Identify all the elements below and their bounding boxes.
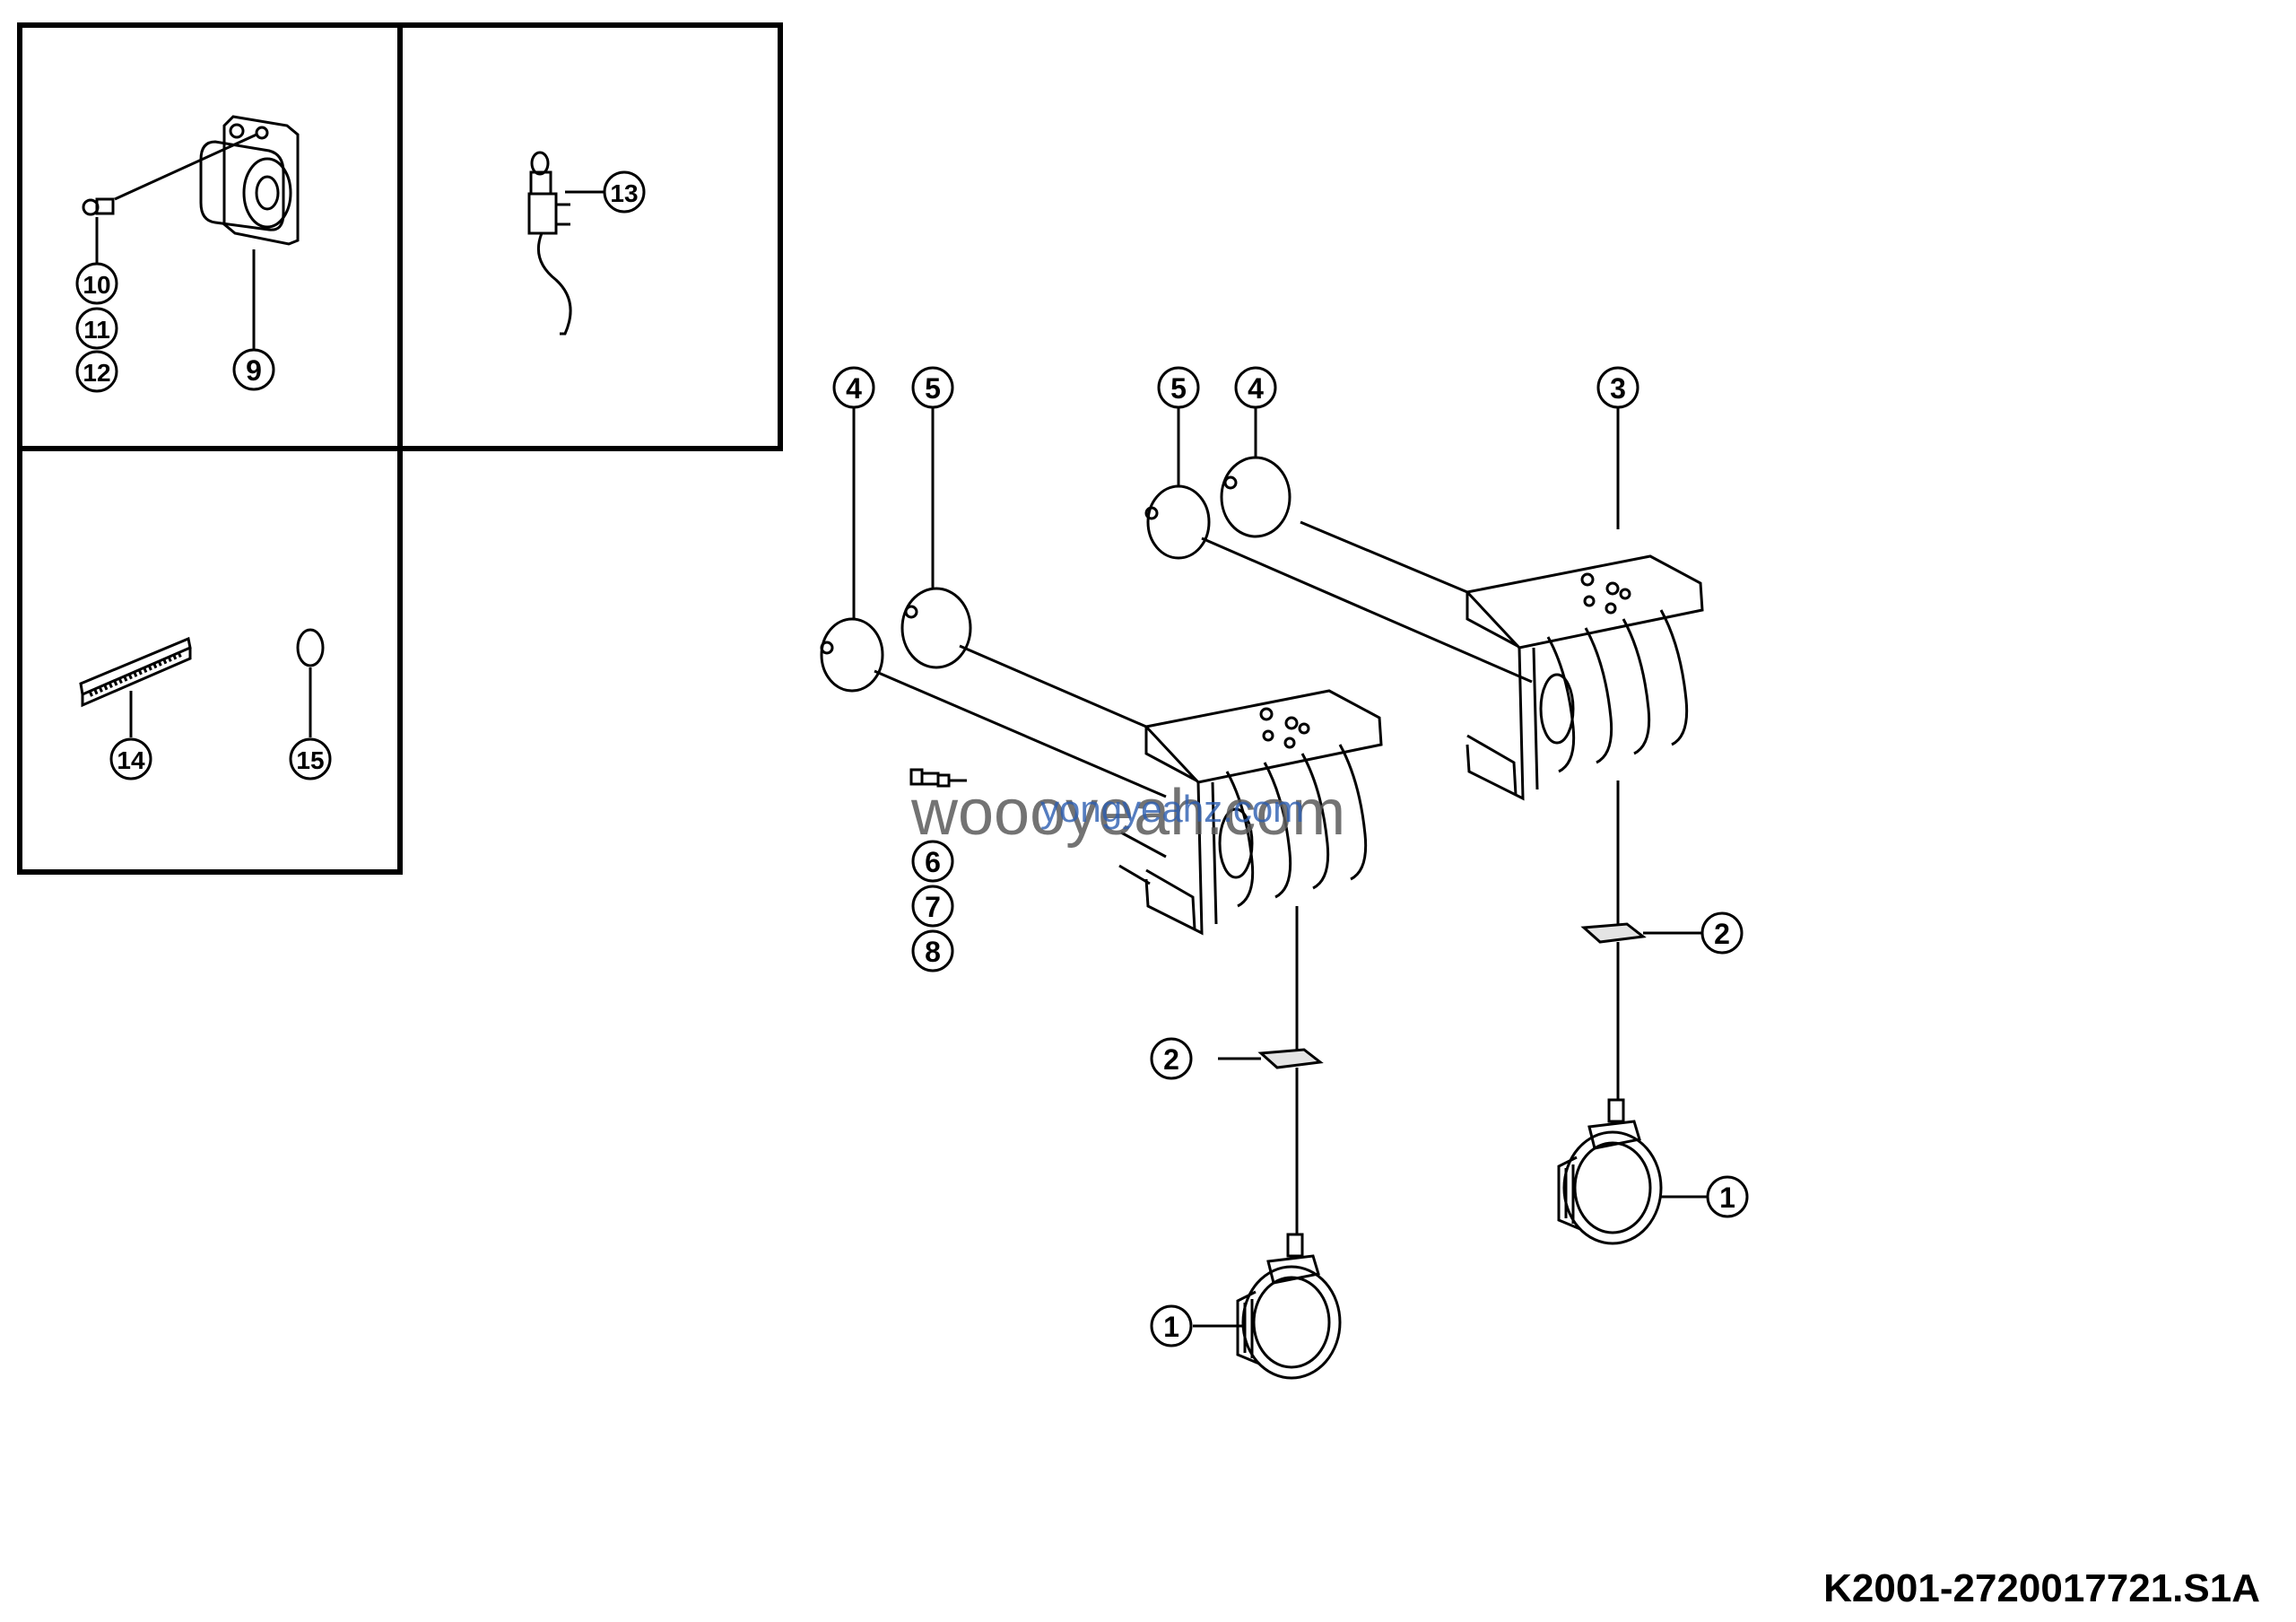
callout-1-left[interactable]: 1 bbox=[1150, 1304, 1193, 1347]
callout-2-right[interactable]: 2 bbox=[1700, 911, 1744, 955]
screw-part bbox=[82, 197, 115, 266]
callout-3[interactable]: 3 bbox=[1596, 366, 1639, 409]
callout-8[interactable]: 8 bbox=[911, 929, 954, 972]
inset-panel-horn bbox=[17, 22, 403, 451]
right-bracket bbox=[1201, 395, 1704, 929]
callout-5-left[interactable]: 5 bbox=[911, 366, 954, 409]
svg-text:5: 5 bbox=[925, 372, 941, 405]
callout-10[interactable]: 10 bbox=[75, 262, 118, 305]
callout-14[interactable]: 14 bbox=[109, 737, 152, 780]
left-bolts bbox=[909, 768, 967, 788]
callout-15[interactable]: 15 bbox=[289, 737, 332, 780]
left-lamp bbox=[1193, 1233, 1342, 1380]
right-spacer bbox=[1580, 922, 1702, 1100]
watermark-secondary: yongyeahz.com bbox=[1040, 788, 1304, 830]
left-bracket bbox=[874, 644, 1383, 1064]
svg-text:11: 11 bbox=[83, 316, 110, 344]
sensor-part bbox=[527, 151, 604, 336]
ring-part bbox=[296, 628, 325, 737]
svg-text:5: 5 bbox=[1170, 372, 1187, 405]
inset-panel-strip bbox=[17, 446, 403, 875]
svg-text:3: 3 bbox=[1610, 372, 1626, 405]
callout-2-left[interactable]: 2 bbox=[1150, 1037, 1193, 1080]
svg-text:4: 4 bbox=[1248, 372, 1264, 405]
strip-part bbox=[79, 636, 192, 737]
svg-text:9: 9 bbox=[246, 354, 262, 387]
callout-11[interactable]: 11 bbox=[75, 307, 118, 350]
callout-7[interactable]: 7 bbox=[911, 885, 954, 928]
callouts: 1 1 2 2 3 4 4 5 5 6 7 8 9 10 11 12 13 14… bbox=[75, 170, 1749, 1347]
callout-4-left[interactable]: 4 bbox=[832, 366, 875, 409]
svg-text:7: 7 bbox=[925, 891, 941, 923]
horn-part bbox=[114, 115, 300, 350]
inset-panels bbox=[17, 22, 783, 875]
svg-text:2: 2 bbox=[1163, 1043, 1179, 1076]
right-covers bbox=[1144, 402, 1292, 560]
svg-text:2: 2 bbox=[1714, 918, 1730, 950]
svg-text:1: 1 bbox=[1719, 1182, 1735, 1214]
left-spacer bbox=[1218, 1048, 1324, 1234]
svg-text:4: 4 bbox=[846, 372, 862, 405]
left-covers bbox=[820, 402, 972, 693]
inset-panel-sensor bbox=[397, 22, 783, 451]
svg-text:8: 8 bbox=[925, 936, 941, 968]
callout-1-right[interactable]: 1 bbox=[1706, 1175, 1749, 1218]
watermark: woooyeah.com yongyeahz.com bbox=[910, 777, 1345, 849]
callout-5-right[interactable]: 5 bbox=[1157, 366, 1200, 409]
callout-9[interactable]: 9 bbox=[232, 348, 275, 391]
drawing-code: K2001-2720017721.S1A bbox=[1823, 1566, 2260, 1610]
svg-text:14: 14 bbox=[117, 746, 145, 774]
watermark-primary: woooyeah.com bbox=[910, 777, 1345, 849]
svg-text:10: 10 bbox=[83, 271, 110, 299]
callout-6[interactable]: 6 bbox=[911, 840, 954, 883]
svg-text:12: 12 bbox=[83, 359, 110, 387]
svg-text:13: 13 bbox=[610, 179, 638, 207]
svg-text:15: 15 bbox=[296, 746, 324, 774]
callout-13[interactable]: 13 bbox=[603, 170, 646, 214]
callout-12[interactable]: 12 bbox=[75, 350, 118, 393]
svg-text:1: 1 bbox=[1163, 1311, 1179, 1343]
callout-4-right[interactable]: 4 bbox=[1234, 366, 1277, 409]
right-lamp bbox=[1557, 1098, 1708, 1245]
svg-text:6: 6 bbox=[925, 846, 941, 878]
